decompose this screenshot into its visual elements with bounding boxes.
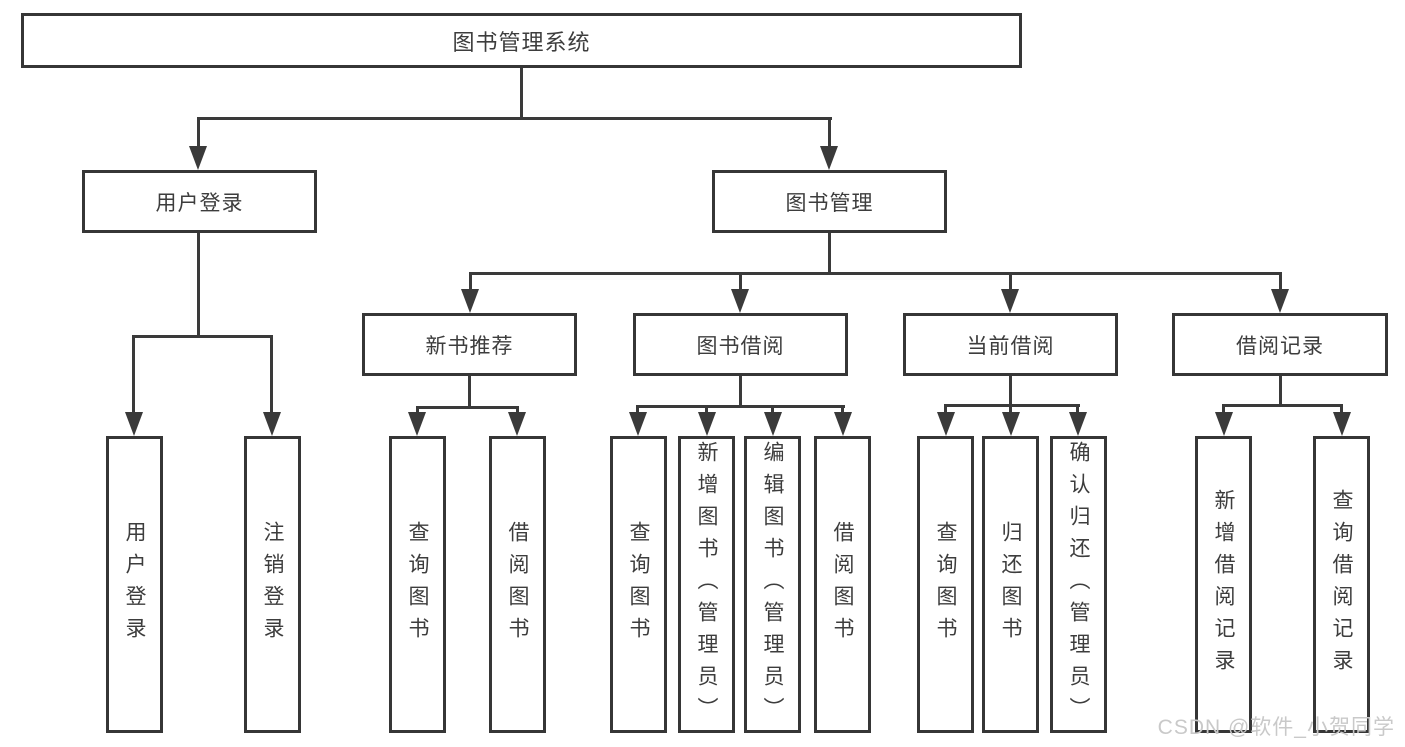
arrow-down-icon [1215,412,1233,436]
node-label: 借阅图书 [831,520,854,649]
connector-line [944,404,1080,407]
connector-line [197,117,832,120]
node-borrowing-records: 借阅记录 [1172,313,1388,376]
connector-line [1009,404,1012,414]
node-label: 借阅记录 [1236,334,1324,358]
leaf-query-books-borrowing: 查询图书 [610,436,667,733]
arrow-down-icon [937,412,955,436]
arrow-down-icon [189,146,207,170]
arrow-down-icon [764,412,782,436]
leaf-query-books-current: 查询图书 [917,436,974,733]
node-label: 图书管理 [785,191,874,215]
connector-line [132,335,273,338]
node-user-login: 用户登录 [82,170,317,233]
connector-line [1009,272,1012,291]
node-label: 新增借阅记录 [1212,488,1235,681]
connector-line [270,335,273,414]
leaf-confirm-return-admin: 确认归还（管理员） [1050,436,1107,733]
arrow-down-icon [1002,412,1020,436]
node-label: 查询图书 [934,520,957,649]
node-library-management-system: 图书管理系统 [21,13,1022,68]
connector-line [468,376,471,409]
connector-line [1340,404,1343,414]
connector-line [469,272,472,291]
connector-line [197,117,200,147]
arrow-down-icon [731,289,749,313]
connector-line [132,335,135,414]
node-label: 新增图书（管理员） [695,440,718,729]
connector-line [636,405,845,408]
node-label: 图书管理系统 [452,29,591,55]
node-label: 借阅图书 [506,520,529,649]
connector-line [1222,404,1225,414]
connector-line [516,406,519,414]
node-label: 归还图书 [999,520,1022,649]
leaf-borrow-books-recommend: 借阅图书 [489,436,546,733]
leaf-query-books-recommend: 查询图书 [389,436,446,733]
connector-line [828,233,831,274]
connector-line [520,68,523,119]
node-label: 用户登录 [155,191,244,215]
arrow-down-icon [1069,412,1087,436]
node-book-management: 图书管理 [712,170,947,233]
arrow-down-icon [263,412,281,436]
connector-line [1076,404,1079,414]
node-label: 新书推荐 [425,334,514,358]
arrow-down-icon [1333,412,1351,436]
leaf-logout-login: 注销登录 [244,436,301,733]
leaf-add-borrow-record: 新增借阅记录 [1195,436,1252,733]
connector-line [841,405,844,414]
arrow-down-icon [461,289,479,313]
watermark: CSDN @软件_小贺同学 [1157,716,1395,739]
connector-line [1222,404,1343,407]
arrow-down-icon [834,412,852,436]
connector-line [828,117,831,147]
node-label: 用户登录 [123,520,146,649]
connector-line [416,406,419,414]
node-book-borrowing: 图书借阅 [633,313,848,376]
connector-line [739,272,742,291]
arrow-down-icon [508,412,526,436]
leaf-borrow-books: 借阅图书 [814,436,871,733]
leaf-return-books: 归还图书 [982,436,1039,733]
connector-line [944,404,947,414]
arrow-down-icon [820,146,838,170]
node-label: 查询图书 [627,520,650,649]
connector-line [197,233,200,337]
connector-line [1009,376,1012,407]
connector-line [416,406,519,409]
arrow-down-icon [125,412,143,436]
connector-line [705,405,708,414]
connector-line [469,272,1281,275]
leaf-add-books-admin: 新增图书（管理员） [678,436,735,733]
arrow-down-icon [408,412,426,436]
leaf-user-login: 用户登录 [106,436,163,733]
connector-line [739,376,742,408]
arrow-down-icon [1001,289,1019,313]
node-label: 注销登录 [261,520,284,649]
connector-line [771,405,774,414]
node-current-borrowing: 当前借阅 [903,313,1118,376]
connector-line [1279,272,1282,291]
connector-line [1279,376,1282,407]
node-label: 查询图书 [406,520,429,649]
arrow-down-icon [1271,289,1289,313]
node-label: 图书借阅 [696,334,785,358]
node-label: 当前借阅 [966,334,1055,358]
arrow-down-icon [698,412,716,436]
arrow-down-icon [629,412,647,436]
node-new-book-recommend: 新书推荐 [362,313,577,376]
leaf-query-borrow-record: 查询借阅记录 [1313,436,1370,733]
node-label: 查询借阅记录 [1330,488,1353,681]
connector-line [636,405,639,414]
node-label: 确认归还（管理员） [1067,440,1090,729]
leaf-edit-books-admin: 编辑图书（管理员） [744,436,801,733]
node-label: 编辑图书（管理员） [761,440,784,729]
